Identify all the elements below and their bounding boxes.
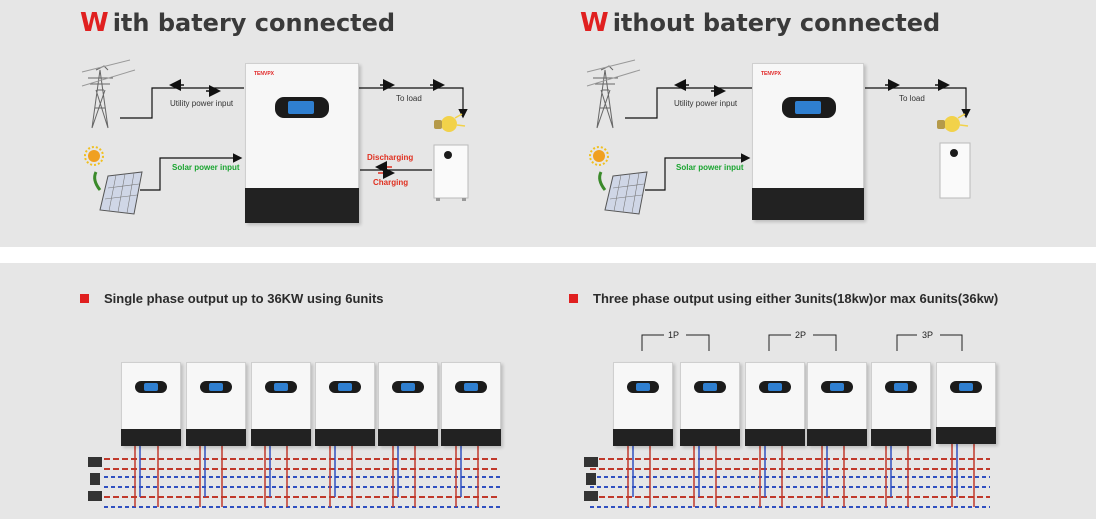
inverter-unit: [680, 362, 740, 446]
inverter-unit: [441, 362, 501, 446]
inverter-display: [782, 97, 836, 118]
three-phase-caption: Three phase output using either 3units(1…: [569, 291, 998, 306]
right-title-initial: W: [580, 8, 609, 38]
square-bullet-icon: [80, 294, 89, 304]
solar-line: [140, 153, 243, 191]
phase-label: 3P: [922, 330, 934, 340]
section-divider: [0, 247, 1096, 263]
source-icons: [88, 457, 598, 501]
phase-label: 1P: [668, 330, 680, 340]
square-bullet-icon: [569, 294, 578, 304]
inverter-display: [275, 97, 329, 118]
inverter-unit: [186, 362, 246, 446]
solar-label: Solar power input: [172, 163, 240, 172]
to-load-label: To load: [899, 94, 925, 103]
left-title-text: ith batery connected: [112, 9, 396, 37]
inverter-unit: [745, 362, 805, 446]
battery-icon: [939, 142, 971, 199]
sun-icon: [84, 146, 104, 166]
to-load-label: To load: [396, 94, 422, 103]
bottom-panel: Single phase output up to 36KW using 6un…: [0, 263, 1096, 519]
inverter-unit: TENVPX: [752, 63, 864, 220]
inverter-unit: [121, 362, 181, 446]
drop-wires: [134, 443, 975, 507]
inverter-unit: [936, 362, 996, 444]
discharging-label: Discharging: [367, 153, 414, 162]
single-phase-caption-text: Single phase output up to 36KW using 6un…: [104, 291, 384, 306]
three-phase-caption-text: Three phase output using either 3units(1…: [593, 291, 999, 306]
pylon-icon: [586, 59, 641, 129]
utility-line: [120, 87, 244, 119]
inverter-unit: [315, 362, 375, 446]
utility-label: Utility power input: [170, 99, 234, 108]
brand-logo: TENVPX: [761, 71, 782, 77]
left-title-initial: W: [80, 8, 109, 38]
phase-brackets: [641, 334, 963, 351]
inverter-unit: [378, 362, 438, 446]
utility-label: Utility power input: [674, 99, 738, 108]
parallel-wiring: [104, 458, 990, 508]
brand-logo: TENVPX: [254, 71, 275, 77]
right-title-text: ithout batery connected: [612, 9, 941, 37]
inverter-unit: TENVPX: [245, 63, 359, 223]
charging-label: Charging: [373, 178, 409, 187]
battery-icon: [433, 144, 469, 201]
solar-panel-icon: [598, 171, 648, 215]
bottom-diagram-lines: [88, 334, 990, 508]
bulb-icon: [937, 113, 969, 132]
inverter-unit: [613, 362, 673, 446]
sun-icon: [589, 146, 609, 166]
bulb-icon: [434, 113, 466, 132]
inverter-unit: [807, 362, 867, 446]
pylon-icon: [81, 59, 136, 129]
top-diagram-lines: [81, 59, 971, 215]
solar-panel-icon: [93, 171, 143, 215]
inverter-unit: [251, 362, 311, 446]
single-phase-caption: Single phase output up to 36KW using 6un…: [80, 291, 384, 306]
utility-line: [625, 87, 752, 119]
inverter-unit: [871, 362, 931, 446]
phase-label: 2P: [795, 330, 807, 340]
solar-label: Solar power input: [676, 163, 744, 172]
solar-line: [645, 153, 751, 191]
